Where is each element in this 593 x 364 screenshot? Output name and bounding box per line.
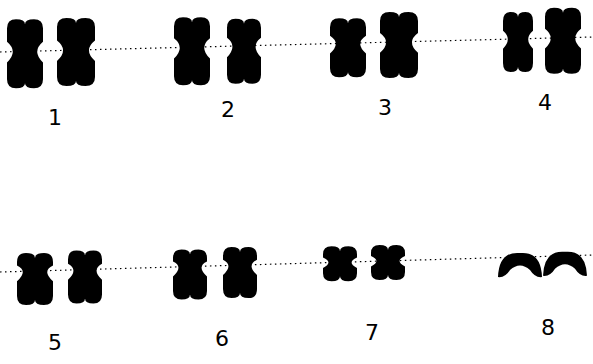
- chromosome: [173, 250, 207, 300]
- pair-number: 8: [541, 317, 555, 339]
- pair-number: 3: [378, 97, 392, 119]
- chromosome: [498, 253, 542, 277]
- chromosome: [380, 12, 418, 78]
- pair-number: 2: [221, 99, 235, 121]
- chromosome: [330, 18, 366, 77]
- chromosome: [323, 246, 357, 281]
- chromosome: [174, 17, 210, 85]
- chromosome: [371, 245, 405, 280]
- chromosome: [503, 12, 533, 72]
- chromosome: [223, 247, 257, 298]
- pair-number: 1: [48, 107, 62, 129]
- pair-number: 5: [48, 332, 62, 354]
- chromosome: [57, 18, 95, 86]
- chromosome: [227, 19, 261, 84]
- pair-number: 4: [538, 92, 552, 114]
- chromosome: [545, 8, 581, 74]
- pair-number: 7: [365, 322, 379, 344]
- pair-number: 6: [215, 328, 229, 350]
- chromosome: [7, 19, 43, 88]
- chromosome: [543, 252, 587, 276]
- chromosome: [68, 251, 102, 304]
- chromosome: [17, 253, 53, 305]
